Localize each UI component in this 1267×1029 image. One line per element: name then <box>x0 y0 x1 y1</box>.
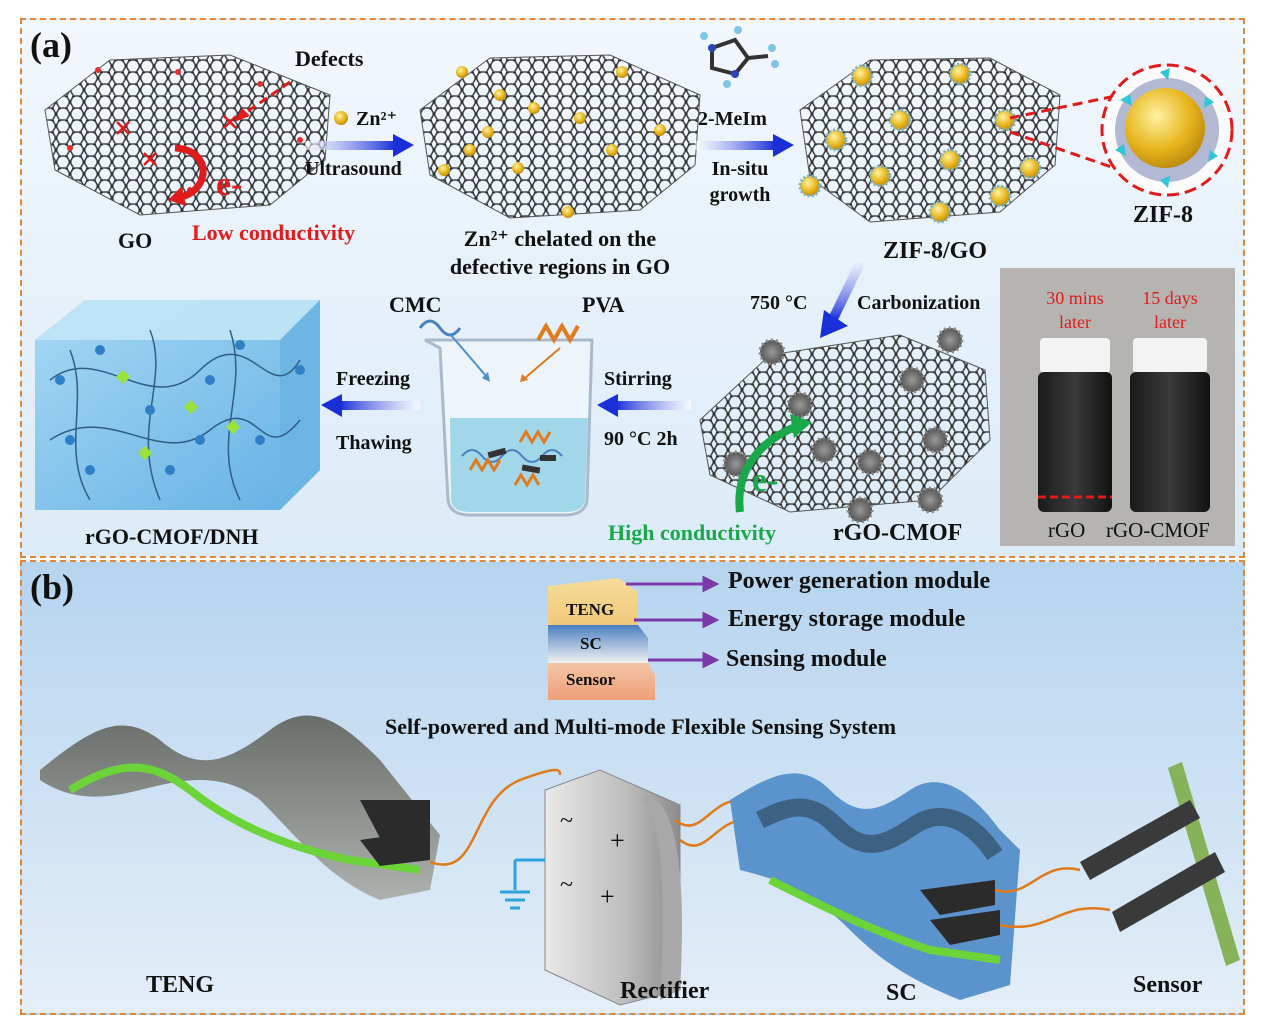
zif8-go-sheet <box>798 57 1061 224</box>
zif8-go-label: ZIF-8/GO <box>883 238 988 264</box>
pva-label: PVA <box>582 292 625 317</box>
system-title: Self-powered and Multi-mode Flexible Sen… <box>385 714 897 739</box>
energy-storage-module-label: Energy storage module <box>728 606 966 632</box>
beaker <box>424 338 594 517</box>
rectifier-label: Rectifier <box>620 978 710 1004</box>
module-stack <box>548 578 655 700</box>
zn-chelated-line1: Zn²⁺ chelated on the <box>463 226 657 251</box>
zn-go-sheet <box>419 54 701 219</box>
insitu-line2: growth <box>709 184 771 206</box>
ground-symbol <box>500 858 545 910</box>
ultrasound-arrow <box>305 111 414 157</box>
carbonization-label: Carbonization <box>857 292 981 314</box>
sc-device <box>730 773 1020 1000</box>
photo-rgo-label: rGO <box>1048 518 1086 542</box>
rectifier-plus-symbol-1: + <box>610 826 625 855</box>
insitu-arrow <box>695 26 794 157</box>
freezing-thawing-arrow <box>321 394 420 417</box>
stack-layer-sensor: Sensor <box>566 670 616 689</box>
wire-sc-sensor-2 <box>999 907 1111 928</box>
stirring-arrow <box>597 394 691 417</box>
rectifier-ac-symbol-1: ~ <box>560 808 573 834</box>
electron-label-high: e- <box>752 462 779 499</box>
2-methylimidazole-molecule <box>700 26 779 88</box>
photo-left-line2: later <box>1059 312 1091 332</box>
rgo-cmof-label: rGO-CMOF <box>833 520 963 546</box>
rgo-cmof-sheet <box>699 326 991 524</box>
zif8-label: ZIF-8 <box>1133 202 1193 228</box>
freezing-label: Freezing <box>336 368 411 390</box>
teng-device <box>40 715 440 900</box>
rectifier-plus-symbol-2: + <box>600 882 615 911</box>
ultrasound-label: Ultrasound <box>305 158 402 180</box>
hydrogel-cube <box>35 300 320 510</box>
vial-photo-graphics <box>1000 268 1235 546</box>
rectifier-device <box>544 769 682 1006</box>
wire-teng-rectifier <box>429 768 562 866</box>
power-generation-module-label: Power generation module <box>728 568 991 594</box>
high-conductivity-label: High conductivity <box>608 520 777 545</box>
sensing-module-label: Sensing module <box>726 646 887 672</box>
teng-label: TENG <box>146 972 215 998</box>
stirring-condition-label: 90 °C 2h <box>604 428 678 450</box>
photo-right-line2: later <box>1154 312 1186 332</box>
low-conductivity-label: Low conductivity <box>192 220 356 245</box>
stack-layer-sc: SC <box>580 634 602 653</box>
sensor-device <box>1080 762 1240 966</box>
go-label: GO <box>118 228 153 253</box>
wire-rectifier-sc-1 <box>674 798 741 827</box>
stack-layer-teng: TENG <box>566 600 615 619</box>
electron-label-low: e- <box>216 166 243 203</box>
module-pointer-arrows <box>626 575 720 669</box>
cmc-chain <box>418 319 490 382</box>
rectifier-ac-symbol-2: ~ <box>560 872 573 898</box>
memim-label: 2-MeIm <box>698 108 767 130</box>
zif8-zoom <box>1009 63 1234 197</box>
hydrogel-label: rGO-CMOF/DNH <box>85 524 259 549</box>
stirring-label: Stirring <box>604 368 672 390</box>
sc-label: SC <box>886 980 917 1006</box>
photo-right-line1: 15 days <box>1142 288 1198 308</box>
sensor-label: Sensor <box>1133 972 1203 998</box>
go-sheet <box>44 54 331 216</box>
photo-rgo-cmof-label: rGO-CMOF <box>1106 518 1210 542</box>
carbonization-arrow <box>820 256 866 338</box>
wire-sc-sensor-1 <box>994 867 1081 893</box>
zn-chelated-line2: defective regions in GO <box>449 254 671 279</box>
panel-b-label: (b) <box>30 567 74 607</box>
temperature-750-label: 750 °C <box>750 292 808 314</box>
insitu-line1: In-situ <box>711 158 769 180</box>
cmc-label: CMC <box>389 292 442 317</box>
panel-a-label: (a) <box>30 25 72 65</box>
zn-ion-label: Zn²⁺ <box>356 108 398 130</box>
pva-chain <box>520 321 580 382</box>
photo-left-line1: 30 mins <box>1046 288 1104 308</box>
defects-label: Defects <box>295 46 364 71</box>
thawing-label: Thawing <box>336 432 412 454</box>
